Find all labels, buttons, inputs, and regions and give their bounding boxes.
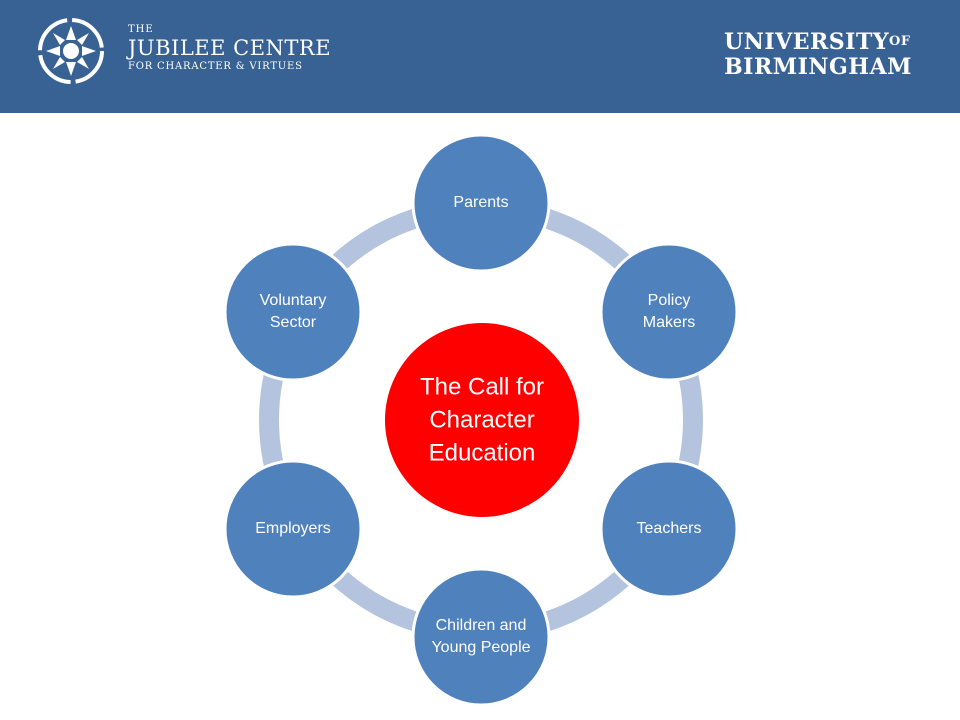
node-label-policy-makers: Policy Makers	[642, 292, 696, 331]
jubilee-the: THE	[128, 24, 154, 35]
university-line2: BIRMINGHAM	[724, 54, 912, 80]
center-circle	[385, 323, 579, 517]
node-circle-policy-makers	[599, 242, 739, 382]
node-circle-teachers	[599, 459, 739, 599]
jubilee-centre-wordmark: THE JUBILEE CENTRE FOR CHARACTER & VIRTU…	[128, 24, 331, 74]
university-of: OF	[889, 34, 911, 49]
jubilee-centre-logo-icon	[38, 18, 104, 84]
node-circle-voluntary-sector	[223, 242, 363, 382]
jubilee-subtitle: FOR CHARACTER & VIRTUES	[128, 61, 303, 72]
node-label-voluntary-sector: Voluntary Sector	[259, 292, 327, 331]
node-circle-parents	[411, 133, 551, 273]
university-line1: UNIVERSITY	[724, 29, 890, 55]
center-label: The Call for Character Education	[419, 373, 545, 467]
node-label-teachers: Teachers	[636, 520, 702, 537]
node-label-children: Children and Young People	[431, 617, 531, 656]
university-wordmark: UNIVERSITYOF BIRMINGHAM	[724, 30, 912, 80]
node-circle-children	[411, 567, 551, 707]
node-label-parents: Parents	[453, 194, 509, 211]
node-circle-employers	[223, 459, 363, 599]
jubilee-name: JUBILEE CENTRE	[128, 36, 332, 60]
header-banner: THE JUBILEE CENTRE FOR CHARACTER & VIRTU…	[0, 0, 960, 113]
node-label-employers: Employers	[255, 520, 331, 537]
